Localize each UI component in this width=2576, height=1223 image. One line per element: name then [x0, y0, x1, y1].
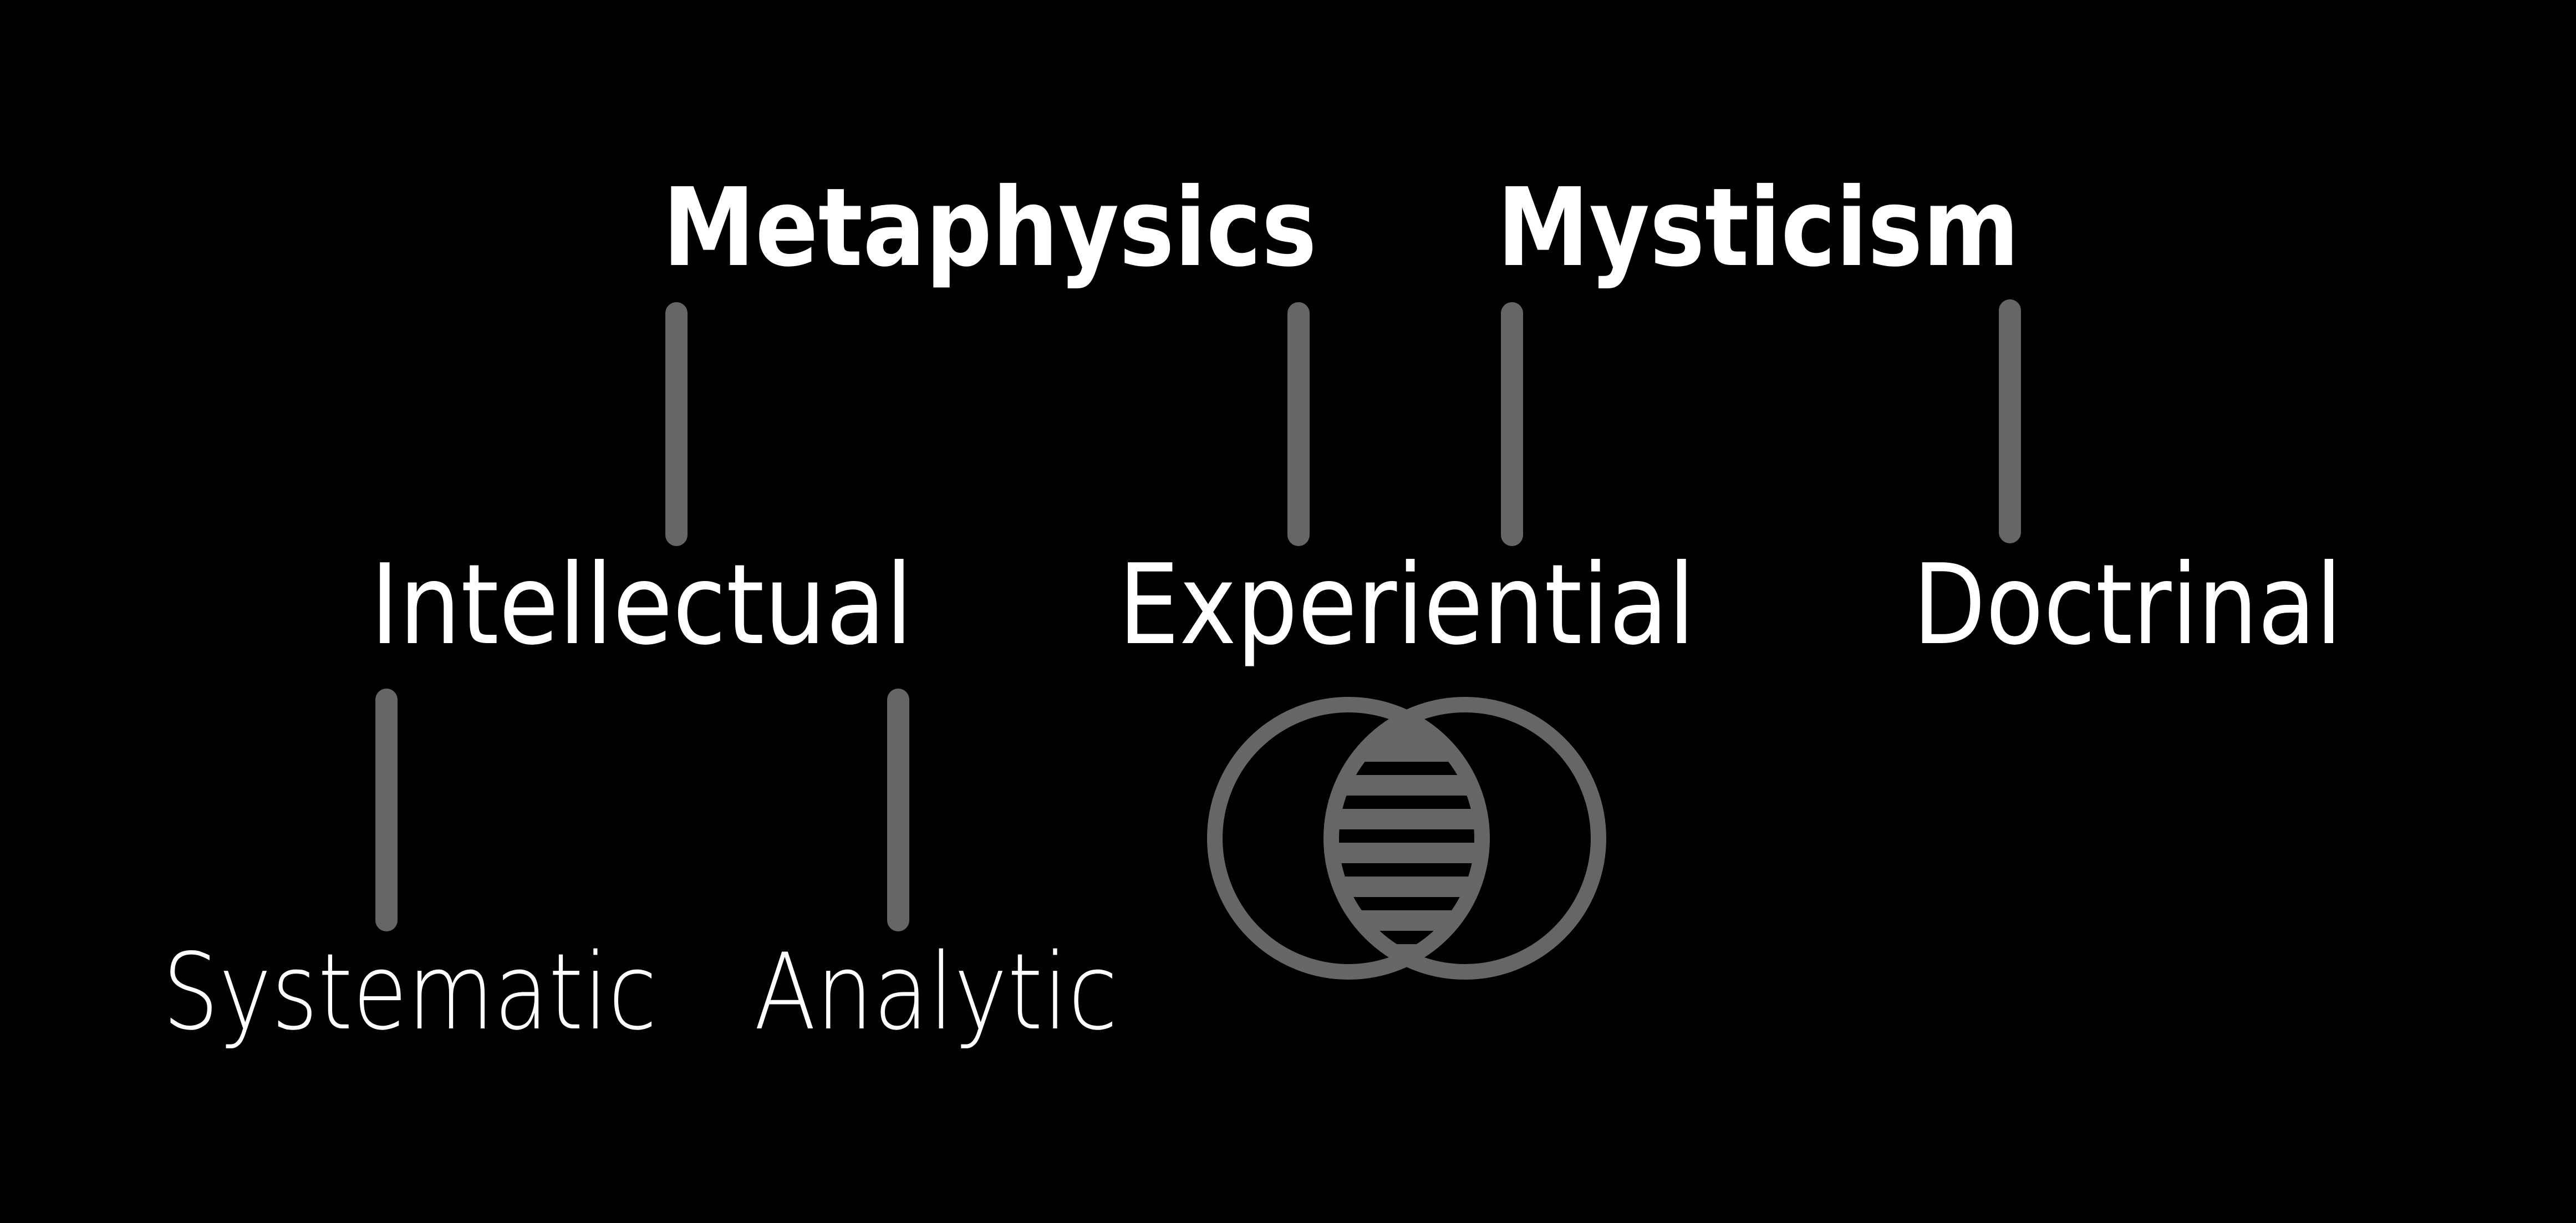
label-experiential: Experiential [1118, 541, 1695, 670]
label-metaphysics: Metaphysics [663, 165, 1317, 291]
label-mysticism: Mysticism [1497, 165, 2019, 291]
venn-circle-left [1207, 697, 1490, 980]
venn-overlap-icon [1207, 697, 1606, 980]
label-doctrinal: Doctrinal [1913, 541, 2342, 670]
label-intellectual: Intellectual [370, 541, 913, 670]
label-analytic: Analytic [754, 931, 1118, 1053]
venn-circle-right [1323, 697, 1606, 980]
label-systematic: Systematic [162, 931, 657, 1053]
